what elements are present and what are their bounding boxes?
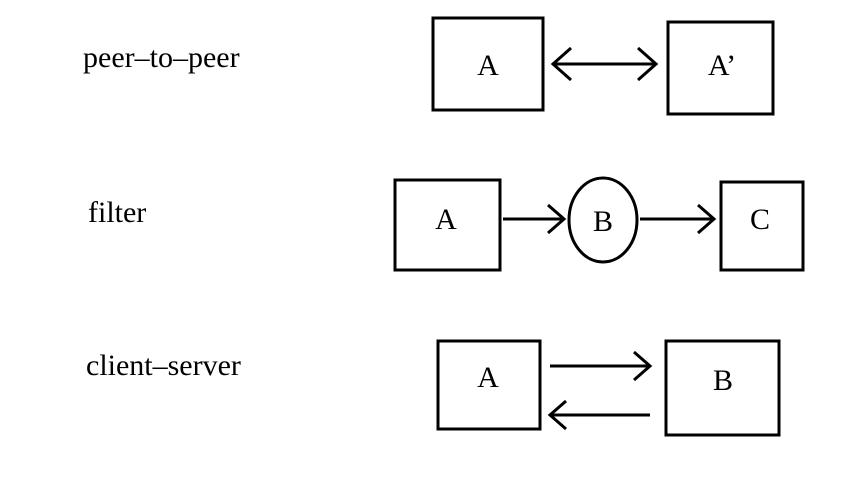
node-box-a-prime	[666, 20, 775, 116]
client-server-diagram: A B	[436, 339, 781, 437]
node-label: A	[435, 203, 457, 236]
node-box-c	[719, 180, 805, 272]
node-box-a	[436, 339, 542, 431]
response-arrow	[547, 399, 650, 431]
row-label-peer-to-peer: peer–to–peer	[83, 41, 240, 74]
node-circle-b	[567, 176, 639, 264]
node-box-a	[431, 16, 545, 112]
right-arrow	[503, 203, 567, 235]
node-label: B	[593, 205, 613, 238]
right-arrow	[640, 203, 717, 235]
bidirectional-arrow	[550, 46, 659, 82]
node-label: A	[477, 49, 499, 82]
request-arrow	[550, 350, 653, 382]
node-box-b	[664, 339, 781, 437]
node-box-a	[393, 178, 502, 272]
node-label: A	[477, 361, 499, 394]
filter-diagram: A B C	[393, 176, 805, 272]
row-label-filter: filter	[88, 196, 147, 229]
row-label-client-server: client–server	[86, 349, 241, 382]
node-label: A’	[708, 49, 736, 82]
peer-to-peer-diagram: A A’	[431, 16, 775, 116]
node-label: B	[713, 364, 733, 397]
node-label: C	[750, 203, 770, 236]
